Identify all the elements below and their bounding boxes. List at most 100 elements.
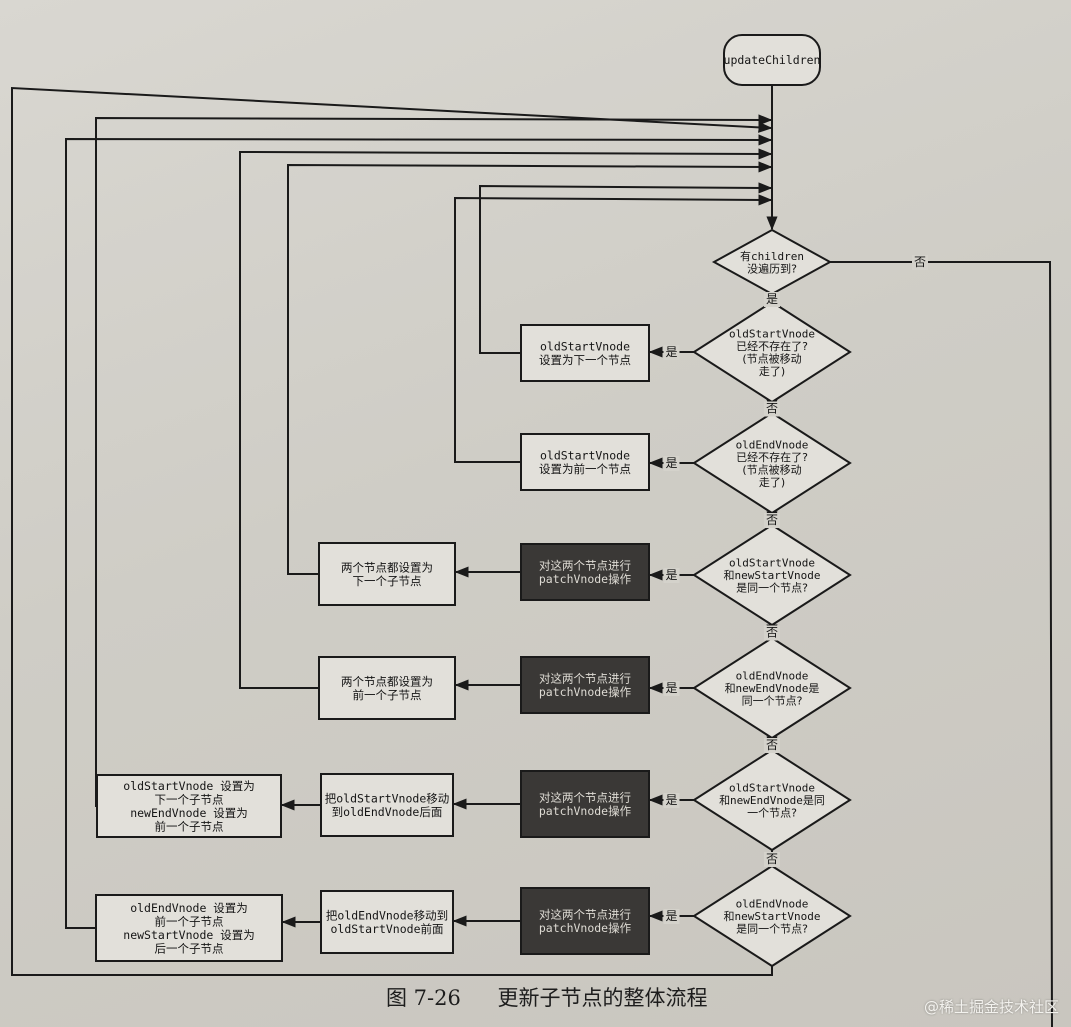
node-label-line: (节点被移动 <box>742 463 801 476</box>
node-label-line: 同一个节点? <box>742 695 803 708</box>
process-box <box>320 773 454 837</box>
label-d6-yes: 是 <box>665 793 677 807</box>
edge-a4-loop-back <box>287 161 773 575</box>
label-d4-yes: 是 <box>665 568 677 582</box>
node-label-line: patchVnode操作 <box>539 572 632 586</box>
label-d2-yes: 是 <box>665 345 677 359</box>
node-start-terminal: updateChildren <box>723 34 821 86</box>
node-label-line: 前一个子节点 <box>155 914 224 928</box>
node-label-line: 把oldStartVnode移动 <box>325 791 450 805</box>
label-d1-no: 否 <box>914 255 926 269</box>
node-label-line: oldStartVnode <box>540 339 630 353</box>
decision-diamond <box>692 523 852 627</box>
node-label-line: 对这两个节点进行 <box>539 790 631 804</box>
label-d3-d4-bg <box>764 513 780 528</box>
node-label-line: 设置为前一个节点 <box>539 462 631 476</box>
node-label-line: 前一个子节点 <box>155 819 224 833</box>
label-d7-yes: 是 <box>665 909 677 923</box>
patch-box <box>520 887 650 955</box>
caption-title: 更新子节点的整体流程 <box>497 986 708 1010</box>
patch-box <box>520 656 650 714</box>
label-d4-yes-bg <box>663 568 680 583</box>
label-d1-no-bg <box>912 255 928 270</box>
label-d2-d3-bg <box>764 401 780 417</box>
edge-a3-loop-back <box>454 194 773 463</box>
node-label-line: 一个节点? <box>747 807 797 820</box>
node-label-line: newEndVnode 设置为 <box>130 806 248 820</box>
edge-a7-loop-back <box>65 134 773 929</box>
label-d2-yes-bg <box>663 345 680 360</box>
node-label-line: 两个节点都设置为 <box>341 560 433 574</box>
watermark: @稀土掘金技术社区 <box>923 998 1059 1016</box>
label-d5-yes-bg <box>663 681 680 696</box>
node-label-line: oldStartVnode <box>729 782 815 795</box>
node-label-line: 对这两个节点进行 <box>539 558 631 572</box>
node-label-line: 和newEndVnode是同 <box>719 794 825 807</box>
label-d7-yes-bg <box>663 909 680 924</box>
node-label-line: 把oldEndVnode移动到 <box>326 908 448 922</box>
node-label-line: oldStartVnode 设置为 <box>123 779 254 793</box>
node-label-line: oldEndVnode <box>736 438 809 451</box>
label-d5-d6-bg <box>764 738 780 753</box>
label-d5-yes: 是 <box>665 681 677 695</box>
node-label-line: 有children <box>740 249 804 263</box>
edge-d1-no-exit <box>830 261 1053 1027</box>
terminal-shape <box>723 34 821 86</box>
node-label-line: 走了) <box>759 365 785 378</box>
label-d3-yes: 是 <box>665 456 677 470</box>
node-label-line: oldEndVnode <box>736 898 809 911</box>
node-label-line: oldStartVnode前面 <box>330 922 443 936</box>
label-d4-d5-bg <box>764 625 780 641</box>
node-label-line: 到oldEndVnode后面 <box>332 805 443 819</box>
process-box <box>95 894 283 962</box>
node-label-line: 是同一个节点? <box>736 582 808 595</box>
process-box <box>520 324 650 382</box>
node-label-line: 后一个子节点 <box>155 941 224 955</box>
node-label-line: oldStartVnode <box>729 557 815 570</box>
label-d4-d5: 否 <box>766 626 778 640</box>
patch-box <box>520 543 650 601</box>
node-label-line: 两个节点都设置为 <box>341 674 433 688</box>
label-d6-yes-bg <box>663 793 680 808</box>
node-label-line: patchVnode操作 <box>539 921 632 935</box>
label-d1-d2-bg <box>764 292 780 307</box>
label-d3-yes-bg <box>663 456 680 471</box>
node-label-line: 没遍历到? <box>747 262 797 275</box>
node-label-line: 设置为下一个节点 <box>539 353 631 367</box>
decision-diamond <box>692 864 852 968</box>
node-label-line: 和newEndVnode是 <box>725 682 820 695</box>
edge-d7-no-loop-back <box>11 86 773 976</box>
node-label-line: 已经不存在了? <box>736 450 808 464</box>
decision-diamond <box>692 748 852 852</box>
node-label-line: patchVnode操作 <box>539 685 632 699</box>
label-d6-d7-bg <box>764 852 780 867</box>
edge-a2-loop-back <box>479 182 773 354</box>
node-label-line: oldStartVnode <box>540 448 630 462</box>
edge-a5-loop-back <box>239 148 773 689</box>
process-box <box>96 774 282 838</box>
node-label-line: 是同一个节点? <box>736 923 808 936</box>
node-label-line: 和newStartVnode <box>723 569 820 582</box>
process-box <box>520 433 650 491</box>
label-d1-d2: 是 <box>766 292 778 306</box>
node-label-line: oldEndVnode 设置为 <box>130 901 248 915</box>
label-d5-d6: 否 <box>766 738 778 752</box>
node-label-line: oldEndVnode <box>736 670 809 683</box>
